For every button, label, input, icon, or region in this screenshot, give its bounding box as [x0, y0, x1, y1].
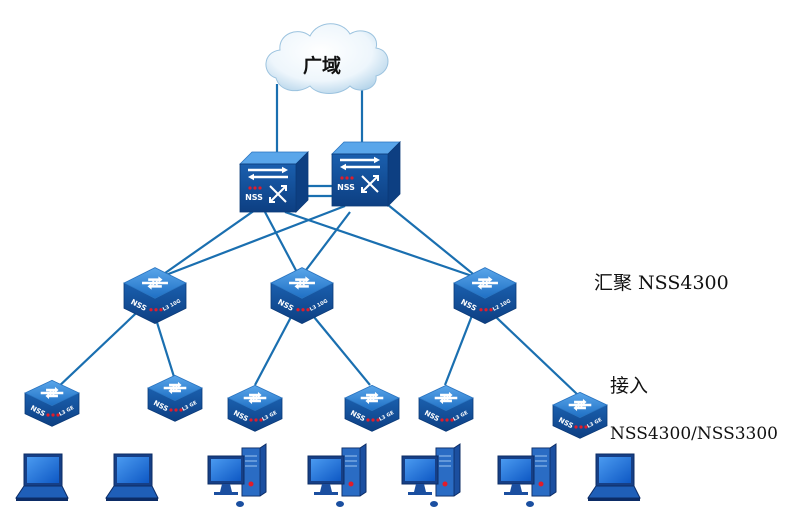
status-lights: [440, 418, 454, 422]
network-link: [381, 199, 479, 279]
network-link: [299, 211, 351, 279]
status-lights: [366, 418, 380, 422]
network-link: [54, 299, 151, 391]
laptop-icon: [587, 453, 641, 501]
cloud-shape: [265, 23, 389, 94]
laptop-icon: [105, 453, 159, 501]
status-lights: [479, 308, 493, 312]
status-lights: [249, 418, 263, 422]
status-lights: [169, 408, 183, 412]
access-models-label: NSS4300/NSS3300: [610, 424, 778, 444]
switch-arrows-icon: [40, 386, 64, 400]
access-label: 接入: [610, 375, 649, 397]
links-layer: [54, 84, 579, 396]
desktop-pc-icon: [497, 443, 557, 507]
switch-arrows-icon: [472, 276, 498, 290]
desktop-pc-icon: [207, 443, 267, 507]
laptop-icon: [15, 453, 69, 501]
status-lights: [46, 413, 60, 417]
switch-arrows-icon: [434, 391, 458, 405]
router-cross-icon: [361, 175, 379, 193]
wan-cloud: [265, 23, 389, 94]
status-lights: [296, 308, 310, 312]
switch-arrows-icon: [243, 391, 267, 405]
aggregation-label: 汇聚 NSS4300: [594, 272, 729, 294]
switch-arrows-icon: [163, 381, 187, 395]
switch-arrows-icon: [568, 398, 592, 412]
status-lights: [149, 308, 163, 312]
switch-arrows-icon: [248, 166, 288, 181]
network-link: [284, 210, 479, 280]
core-switch-left: NSS: [239, 151, 309, 213]
status-lights: [340, 176, 354, 180]
switch-arrows-icon: [142, 276, 168, 290]
desktop-pc-icon: [401, 443, 461, 507]
switch-brand-text: NSS: [337, 183, 355, 192]
desktop-pc-icon: [307, 443, 367, 507]
cloud-label: 广域: [303, 54, 341, 77]
switch-brand-text: NSS: [245, 193, 263, 202]
switch-arrows-icon: [360, 391, 384, 405]
switch-arrows-icon: [340, 156, 380, 171]
network-link: [157, 209, 256, 279]
router-cross-icon: [269, 185, 287, 203]
network-link: [157, 204, 346, 280]
switch-arrows-icon: [289, 276, 315, 290]
network-link: [264, 211, 301, 279]
core-switch-right: NSS: [331, 141, 401, 207]
status-lights: [574, 425, 588, 429]
status-lights: [248, 186, 262, 190]
